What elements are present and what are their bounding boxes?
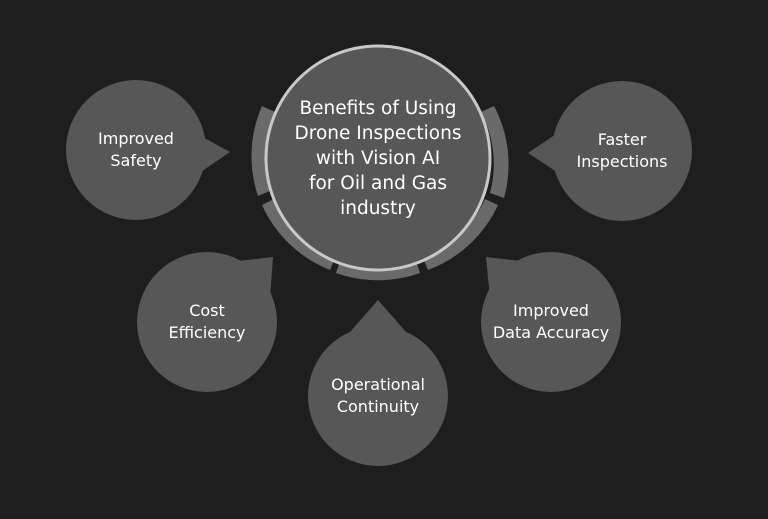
center-title-line: Benefits of Using [299, 97, 457, 119]
center-title-line: industry [340, 197, 416, 219]
center-title-line: with Vision AI [315, 147, 441, 169]
benefit-node-cost-efficiency [137, 252, 277, 392]
benefit-label-line: Cost [189, 301, 225, 320]
pointer-operational-continuity [350, 300, 406, 332]
benefit-label-improved-safety: Improved Safety [66, 80, 206, 220]
benefit-label-faster-inspections: Faster Inspections [552, 81, 692, 221]
center-title-line: Drone Inspections [294, 122, 462, 144]
benefit-label-line: Data Accuracy [492, 323, 610, 342]
benefit-label-line: Safety [110, 151, 162, 170]
center-title-line: for Oil and Gas [308, 172, 448, 194]
benefit-node-improved-safety [66, 80, 230, 220]
center-title: Benefits of Using Drone Inspections with… [266, 46, 490, 270]
benefit-label-line: Operational [331, 375, 425, 394]
center-circle [264, 44, 492, 272]
benefit-label-line: Inspections [576, 152, 668, 171]
benefit-label-cost-efficiency: Cost Efficiency [137, 252, 277, 392]
ring-segment-right [481, 106, 509, 198]
benefit-label-line: Faster [597, 130, 647, 149]
benefit-label-operational-continuity: Operational Continuity [308, 326, 448, 466]
benefit-label-improved-data-accuracy: Improved Data Accuracy [481, 252, 621, 392]
benefit-label-line: Improved [98, 129, 174, 148]
benefit-label-line: Continuity [336, 397, 420, 416]
benefit-label-line: Improved [513, 301, 589, 320]
benefit-label-line: Efficiency [168, 323, 246, 342]
benefit-node-improved-data-accuracy [481, 252, 621, 392]
benefit-node-faster-inspections [528, 81, 692, 221]
benefit-node-operational-continuity [308, 300, 448, 466]
